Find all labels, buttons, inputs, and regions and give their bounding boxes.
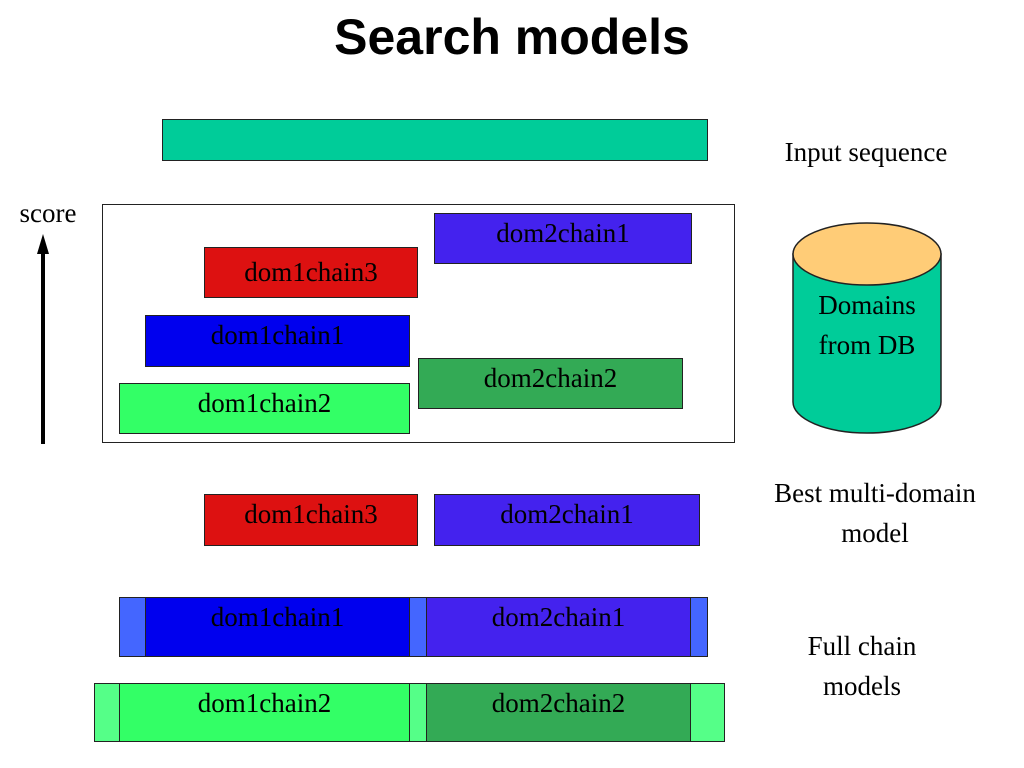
full-chain2-right-pad xyxy=(690,683,725,742)
best-model-label-line2: model xyxy=(841,518,909,548)
input-sequence-label: Input sequence xyxy=(784,137,948,167)
database-cylinder-icon xyxy=(792,222,942,434)
full-chain-label-line2: models xyxy=(823,671,901,701)
dom1chain2-candidate: dom1chain2 xyxy=(119,383,410,434)
candidate-domains-frame xyxy=(102,204,735,443)
best-model-label-line1: Best multi-domain xyxy=(774,478,976,508)
dom1chain3-candidate: dom1chain3 xyxy=(204,247,418,298)
score-arrow-icon xyxy=(37,234,49,444)
input-sequence-bar xyxy=(162,119,708,161)
dom1chain1-candidate: dom1chain1 xyxy=(145,315,410,367)
dom1chain3-best: dom1chain3 xyxy=(204,494,418,546)
full-chain-label-line1: Full chain xyxy=(807,631,917,661)
dom1chain1-full: dom1chain1 xyxy=(145,597,410,657)
dom2chain2-full: dom2chain2 xyxy=(426,683,691,742)
dom2chain2-candidate: dom2chain2 xyxy=(418,358,683,409)
full-chain2-gap xyxy=(409,683,427,742)
full-chain1-right-pad xyxy=(690,597,708,657)
database-label-line2: from DB xyxy=(818,330,916,360)
page-title: Search models xyxy=(334,9,690,65)
dom2chain1-candidate: dom2chain1 xyxy=(434,213,692,264)
score-label: score xyxy=(19,198,77,228)
database-label-line1: Domains xyxy=(818,290,916,320)
full-chain2-left-pad xyxy=(94,683,120,742)
dom2chain1-full: dom2chain1 xyxy=(426,597,691,657)
full-chain1-left-pad xyxy=(119,597,146,657)
dom1chain2-full: dom1chain2 xyxy=(119,683,410,742)
full-chain1-gap xyxy=(409,597,427,657)
dom2chain1-best: dom2chain1 xyxy=(434,494,700,546)
